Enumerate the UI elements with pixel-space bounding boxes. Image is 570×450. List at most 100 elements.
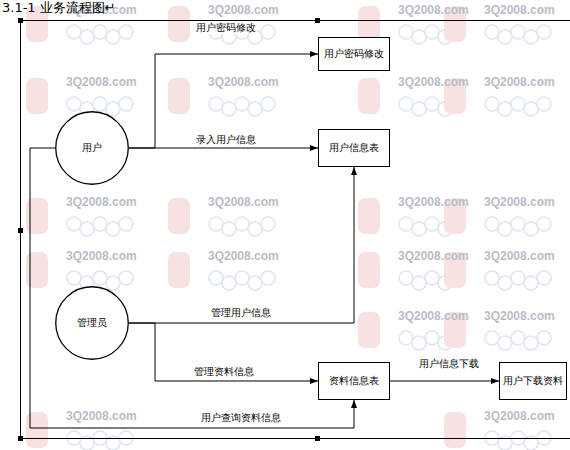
- watermark-ring: [412, 222, 426, 236]
- edge-label: 用户密码修改: [195, 22, 257, 34]
- watermark-logo: [26, 198, 48, 234]
- watermark-text: 3Q2008.com: [484, 410, 555, 423]
- watermark-logo: [168, 252, 190, 288]
- watermark-ring: [261, 217, 275, 231]
- watermark-text: 3Q2008.com: [398, 310, 469, 323]
- node-text: 用户下载资料: [503, 375, 563, 387]
- watermark-ring: [67, 217, 81, 231]
- flow-connector: [390, 381, 499, 382]
- text-wrap: 用户密码修改: [324, 48, 384, 60]
- watermark-logo: [168, 6, 190, 42]
- text-wrap: 资料信息表: [329, 375, 379, 387]
- handle: [18, 18, 23, 23]
- watermark-ring: [498, 102, 512, 116]
- watermark-text: 3Q2008.com: [208, 250, 279, 263]
- watermark-ring: [119, 217, 133, 231]
- watermark-ring: [485, 25, 499, 39]
- edge-label: 录入用户信息: [195, 134, 257, 146]
- watermark-logo: [26, 78, 48, 114]
- node-text: 用户: [82, 142, 102, 154]
- handle: [18, 228, 23, 233]
- watermark-ring: [537, 217, 551, 231]
- watermark-ring: [511, 25, 525, 39]
- watermark-text: 3Q2008.com: [484, 4, 555, 17]
- watermark-ring: [209, 97, 223, 111]
- watermark-ring: [261, 25, 275, 39]
- text-wrap: 用户信息表: [329, 142, 379, 154]
- watermark-logo: [26, 412, 48, 448]
- frame: [21, 21, 570, 439]
- circle-shape: [56, 112, 129, 185]
- flow-connector: [129, 54, 318, 148]
- watermark-logo: [358, 312, 380, 348]
- watermark-text: 3Q2008.com: [208, 76, 279, 89]
- frame-line: [21, 20, 570, 21]
- flow-connector: [129, 167, 354, 323]
- node-text: 管理员: [77, 317, 107, 329]
- watermark-ring: [399, 331, 413, 345]
- watermark-text: 3Q2008.com: [208, 4, 279, 17]
- watermark-ring: [485, 217, 499, 231]
- edge-label: 管理用户信息: [210, 307, 272, 319]
- watermark-text: 3Q2008.com: [398, 196, 469, 209]
- watermark-ring: [511, 271, 525, 285]
- flow-connector: [30, 148, 354, 428]
- watermark-ring: [248, 222, 262, 236]
- watermark-ring: [67, 25, 81, 39]
- watermark-ring: [93, 25, 107, 39]
- watermark-ring: [222, 222, 236, 236]
- data-box: 用户信息表: [318, 129, 390, 167]
- watermark-ring: [209, 271, 223, 285]
- watermark-ring: [537, 97, 551, 111]
- watermark-ring: [399, 271, 413, 285]
- watermark-ring: [399, 217, 413, 231]
- watermark-text: 3Q2008.com: [66, 250, 137, 263]
- watermark-ring: [498, 276, 512, 290]
- watermark-ring: [119, 97, 133, 111]
- watermark-ring: [248, 102, 262, 116]
- watermark-text: 3Q2008.com: [398, 4, 469, 17]
- watermark-ring: [106, 222, 120, 236]
- watermark-logo: [358, 78, 380, 114]
- watermark-ring: [67, 271, 81, 285]
- watermark-text: 3Q2008.com: [208, 196, 279, 209]
- watermark-ring: [425, 25, 439, 39]
- watermark-text: 3Q2008.com: [66, 196, 137, 209]
- data-box: 用户下载资料: [499, 362, 567, 400]
- watermark-ring: [524, 30, 538, 44]
- node-text: 用户信息表: [329, 142, 379, 154]
- watermark-ring: [209, 217, 223, 231]
- text-wrap: 用户: [82, 142, 102, 154]
- watermark-ring: [524, 222, 538, 236]
- handle: [315, 18, 320, 23]
- watermark-ring: [119, 25, 133, 39]
- watermark-ring: [412, 30, 426, 44]
- watermark-ring: [425, 97, 439, 111]
- text-wrap: 管理员: [77, 317, 107, 329]
- watermark-ring: [222, 102, 236, 116]
- watermark-text: 3Q2008.com: [484, 76, 555, 89]
- watermark-text: 3Q2008.com: [484, 250, 555, 263]
- data-box: 资料信息表: [318, 362, 390, 400]
- watermark-text: 3Q2008.com: [398, 250, 469, 263]
- watermark-text: 3Q2008.com: [484, 196, 555, 209]
- watermark-ring: [524, 336, 538, 350]
- watermark-ring: [537, 25, 551, 39]
- actor-circle: 用户: [55, 111, 129, 185]
- node-text: 资料信息表: [329, 375, 379, 387]
- watermark-ring: [425, 331, 439, 345]
- watermark-logo: [444, 412, 466, 448]
- watermark-ring: [261, 97, 275, 111]
- watermark-ring: [537, 271, 551, 285]
- frame-line: [21, 438, 570, 439]
- watermark-ring: [511, 331, 525, 345]
- watermark-ring: [485, 331, 499, 345]
- watermark-ring: [248, 276, 262, 290]
- watermark-text: 3Q2008.com: [398, 76, 469, 89]
- watermark-ring: [119, 271, 133, 285]
- watermark-ring: [93, 97, 107, 111]
- watermark-ring: [511, 217, 525, 231]
- watermark-ring: [412, 102, 426, 116]
